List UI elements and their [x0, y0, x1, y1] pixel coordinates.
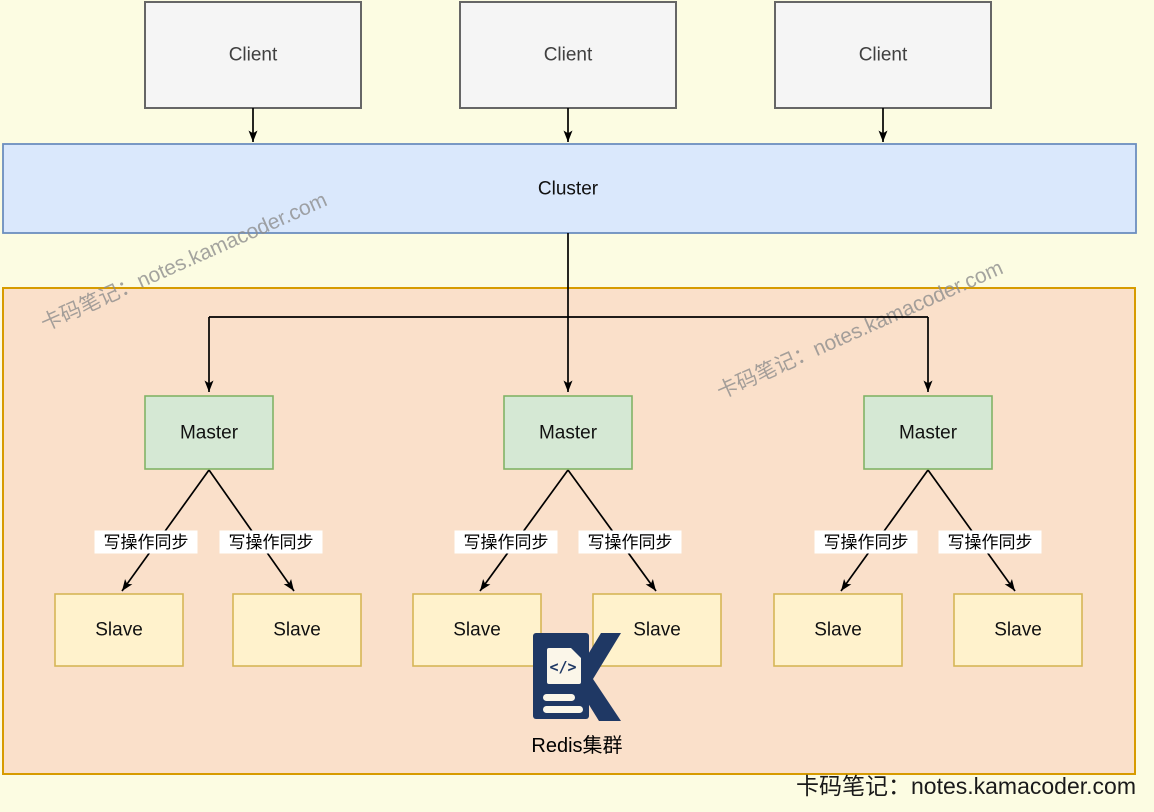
sync-label-bg	[454, 530, 558, 554]
sync-label-bg	[814, 530, 918, 554]
sync-label-text: 写操作同步	[464, 533, 549, 552]
client-node-3: Client	[774, 1, 992, 109]
sync-label-2: 写操作同步	[219, 530, 323, 554]
slave-box	[54, 593, 184, 667]
sync-label-bg	[938, 530, 1042, 554]
sync-label-text: 写操作同步	[229, 533, 314, 552]
slave-node-3: Slave	[412, 593, 542, 667]
master-label: Master	[180, 423, 239, 444]
slave-node-6: Slave	[953, 593, 1083, 667]
sync-label-4: 写操作同步	[578, 530, 682, 554]
slave-box	[592, 593, 722, 667]
logo-k-upper-arm	[573, 633, 621, 679]
cluster-label: Cluster	[538, 179, 599, 200]
slave-node-4: Slave	[592, 593, 722, 667]
sync-label-text: 写操作同步	[948, 533, 1033, 552]
master-node-1: Master	[144, 395, 274, 470]
container-caption: Redis集群	[531, 734, 622, 757]
sync-label-text: 写操作同步	[824, 533, 909, 552]
client-node-2: Client	[459, 1, 677, 109]
logo-page-fold	[571, 648, 581, 658]
sync-label-3: 写操作同步	[454, 530, 558, 554]
logo-code-page	[547, 648, 581, 684]
slave-label: Slave	[273, 620, 321, 641]
slave-box	[773, 593, 903, 667]
master-label: Master	[539, 423, 598, 444]
slave-box	[412, 593, 542, 667]
master-box	[863, 395, 993, 470]
cluster-node	[2, 143, 1137, 234]
sync-label-1: 写操作同步	[94, 530, 198, 554]
client-box	[459, 1, 677, 109]
logo-text-line-2	[543, 706, 583, 713]
logo-code-glyph: </>	[549, 658, 576, 676]
slave-node-2: Slave	[232, 593, 362, 667]
slave-node-5: Slave	[773, 593, 903, 667]
sync-label-text: 写操作同步	[104, 533, 189, 552]
sync-label-bg	[219, 530, 323, 554]
master-node-3: Master	[863, 395, 993, 470]
slave-label: Slave	[95, 620, 143, 641]
slave-node-1: Slave	[54, 593, 184, 667]
slave-label: Slave	[633, 620, 681, 641]
master-label: Master	[899, 423, 958, 444]
slave-box	[232, 593, 362, 667]
master-node-2: Master	[503, 395, 633, 470]
sync-label-5: 写操作同步	[814, 530, 918, 554]
logo-text-line-1	[543, 694, 575, 701]
slave-box	[953, 593, 1083, 667]
client-box	[144, 1, 362, 109]
slave-label: Slave	[453, 620, 501, 641]
master-box	[503, 395, 633, 470]
client-node-1: Client	[144, 1, 362, 109]
client-label: Client	[544, 45, 593, 66]
logo-k-lower-leg	[573, 679, 621, 721]
client-label: Client	[859, 45, 908, 66]
slave-label: Slave	[814, 620, 862, 641]
client-label: Client	[229, 45, 278, 66]
kamacoder-logo-icon: </>	[533, 633, 621, 721]
sync-label-6: 写操作同步	[938, 530, 1042, 554]
slave-label: Slave	[994, 620, 1042, 641]
footer-credit: 卡码笔记：notes.kamacoder.com	[796, 773, 1136, 799]
sync-label-bg	[94, 530, 198, 554]
sync-label-text: 写操作同步	[588, 533, 673, 552]
master-box	[144, 395, 274, 470]
sync-label-bg	[578, 530, 682, 554]
